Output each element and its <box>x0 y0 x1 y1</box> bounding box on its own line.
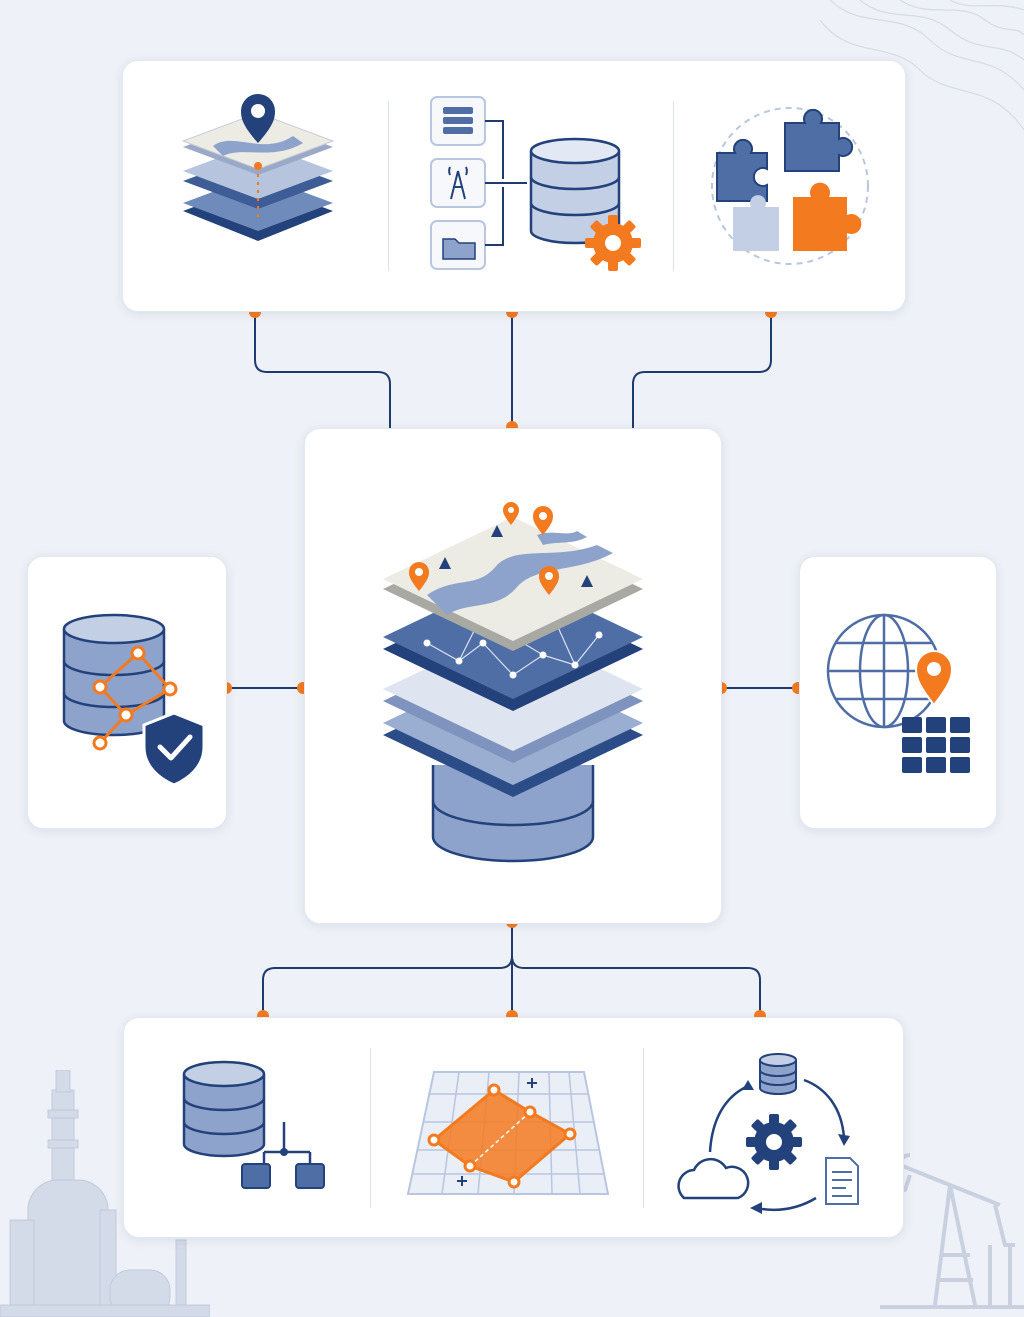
panel-divider <box>388 101 389 271</box>
panel-divider <box>643 1048 644 1208</box>
globe-location-grid-icon <box>826 613 970 773</box>
top-panel <box>122 60 906 312</box>
center-panel <box>304 428 722 924</box>
secure-spatial-database-icon <box>62 613 206 787</box>
puzzle-integration-icon <box>711 107 869 265</box>
contour-lines-decor <box>820 0 1024 131</box>
map-pin-icon <box>503 502 519 525</box>
map-pin-icon <box>533 506 553 535</box>
refinery-silhouette-icon <box>0 1070 210 1317</box>
parcel-grid-polygon-icon <box>406 1071 610 1195</box>
database-hierarchy-icon <box>182 1060 325 1189</box>
left-panel <box>27 556 227 829</box>
right-panel <box>799 556 997 829</box>
layered-map-pin-icon <box>181 94 335 241</box>
map-pin-icon <box>409 562 429 591</box>
bottom-panel <box>123 1017 904 1238</box>
oil-pumpjack-icon <box>880 1153 1024 1309</box>
data-sources-to-database-icon <box>430 96 641 271</box>
map-pin-icon <box>539 566 559 595</box>
panel-divider <box>370 1048 371 1208</box>
panel-divider <box>673 101 674 271</box>
stacked-gis-layers-database-icon <box>383 502 643 863</box>
data-sync-cycle-icon <box>677 1053 859 1214</box>
